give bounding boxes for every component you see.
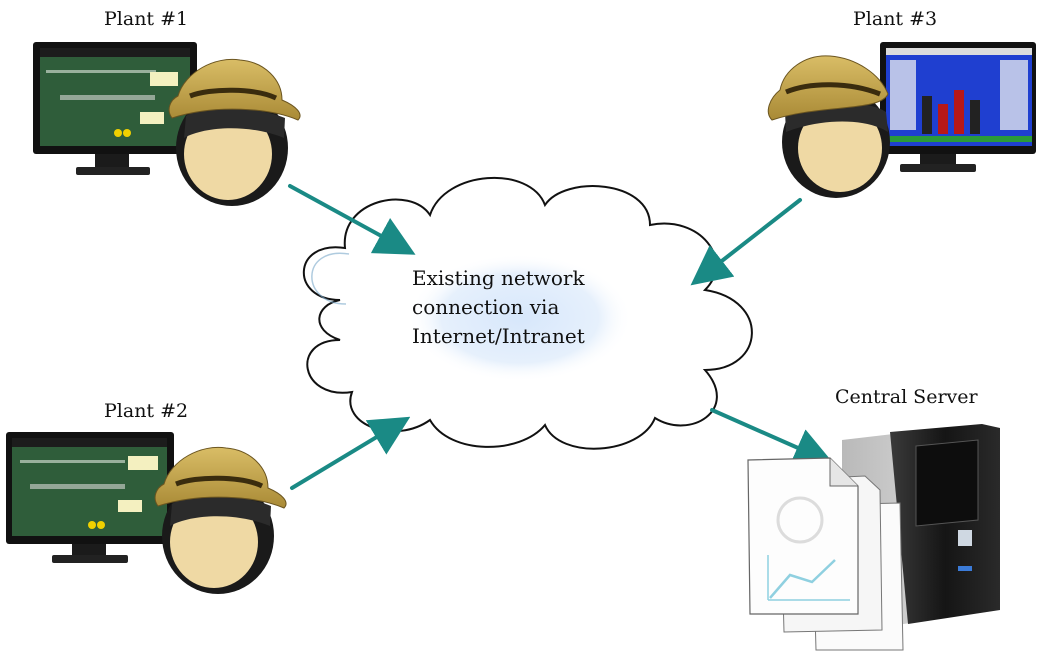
cloud-caption-line: Existing network xyxy=(412,266,585,290)
plant3-label: Plant #3 xyxy=(853,8,938,30)
hacker-icon xyxy=(154,446,287,594)
arrow-plant1-to-cloud xyxy=(288,184,416,255)
plant2-label: Plant #2 xyxy=(104,400,189,422)
central-server-label: Central Server xyxy=(835,386,978,408)
plant2-workstation xyxy=(6,432,287,594)
arrow-plant3-to-cloud xyxy=(690,198,802,286)
network-cloud xyxy=(302,176,753,450)
monitor-icon xyxy=(880,42,1036,172)
document-icon xyxy=(747,457,904,651)
connection-arrows xyxy=(288,184,834,490)
plant1-workstation xyxy=(33,42,301,206)
arrow-plant2-to-cloud xyxy=(290,416,411,490)
plant3-workstation xyxy=(767,42,1036,198)
hacker-icon xyxy=(767,55,890,198)
monitor-icon xyxy=(6,432,174,563)
plant1-label: Plant #1 xyxy=(104,8,189,30)
monitor-icon xyxy=(33,42,197,175)
central-server xyxy=(747,424,1000,651)
cloud-caption-line: Internet/Intranet xyxy=(412,324,585,348)
cloud-caption: Existing network connection via Internet… xyxy=(412,264,652,351)
arrow-cloud-to-server xyxy=(710,408,834,466)
hacker-icon xyxy=(168,58,301,206)
cloud-highlight xyxy=(408,254,632,382)
cloud-caption-line: connection via xyxy=(412,295,560,319)
